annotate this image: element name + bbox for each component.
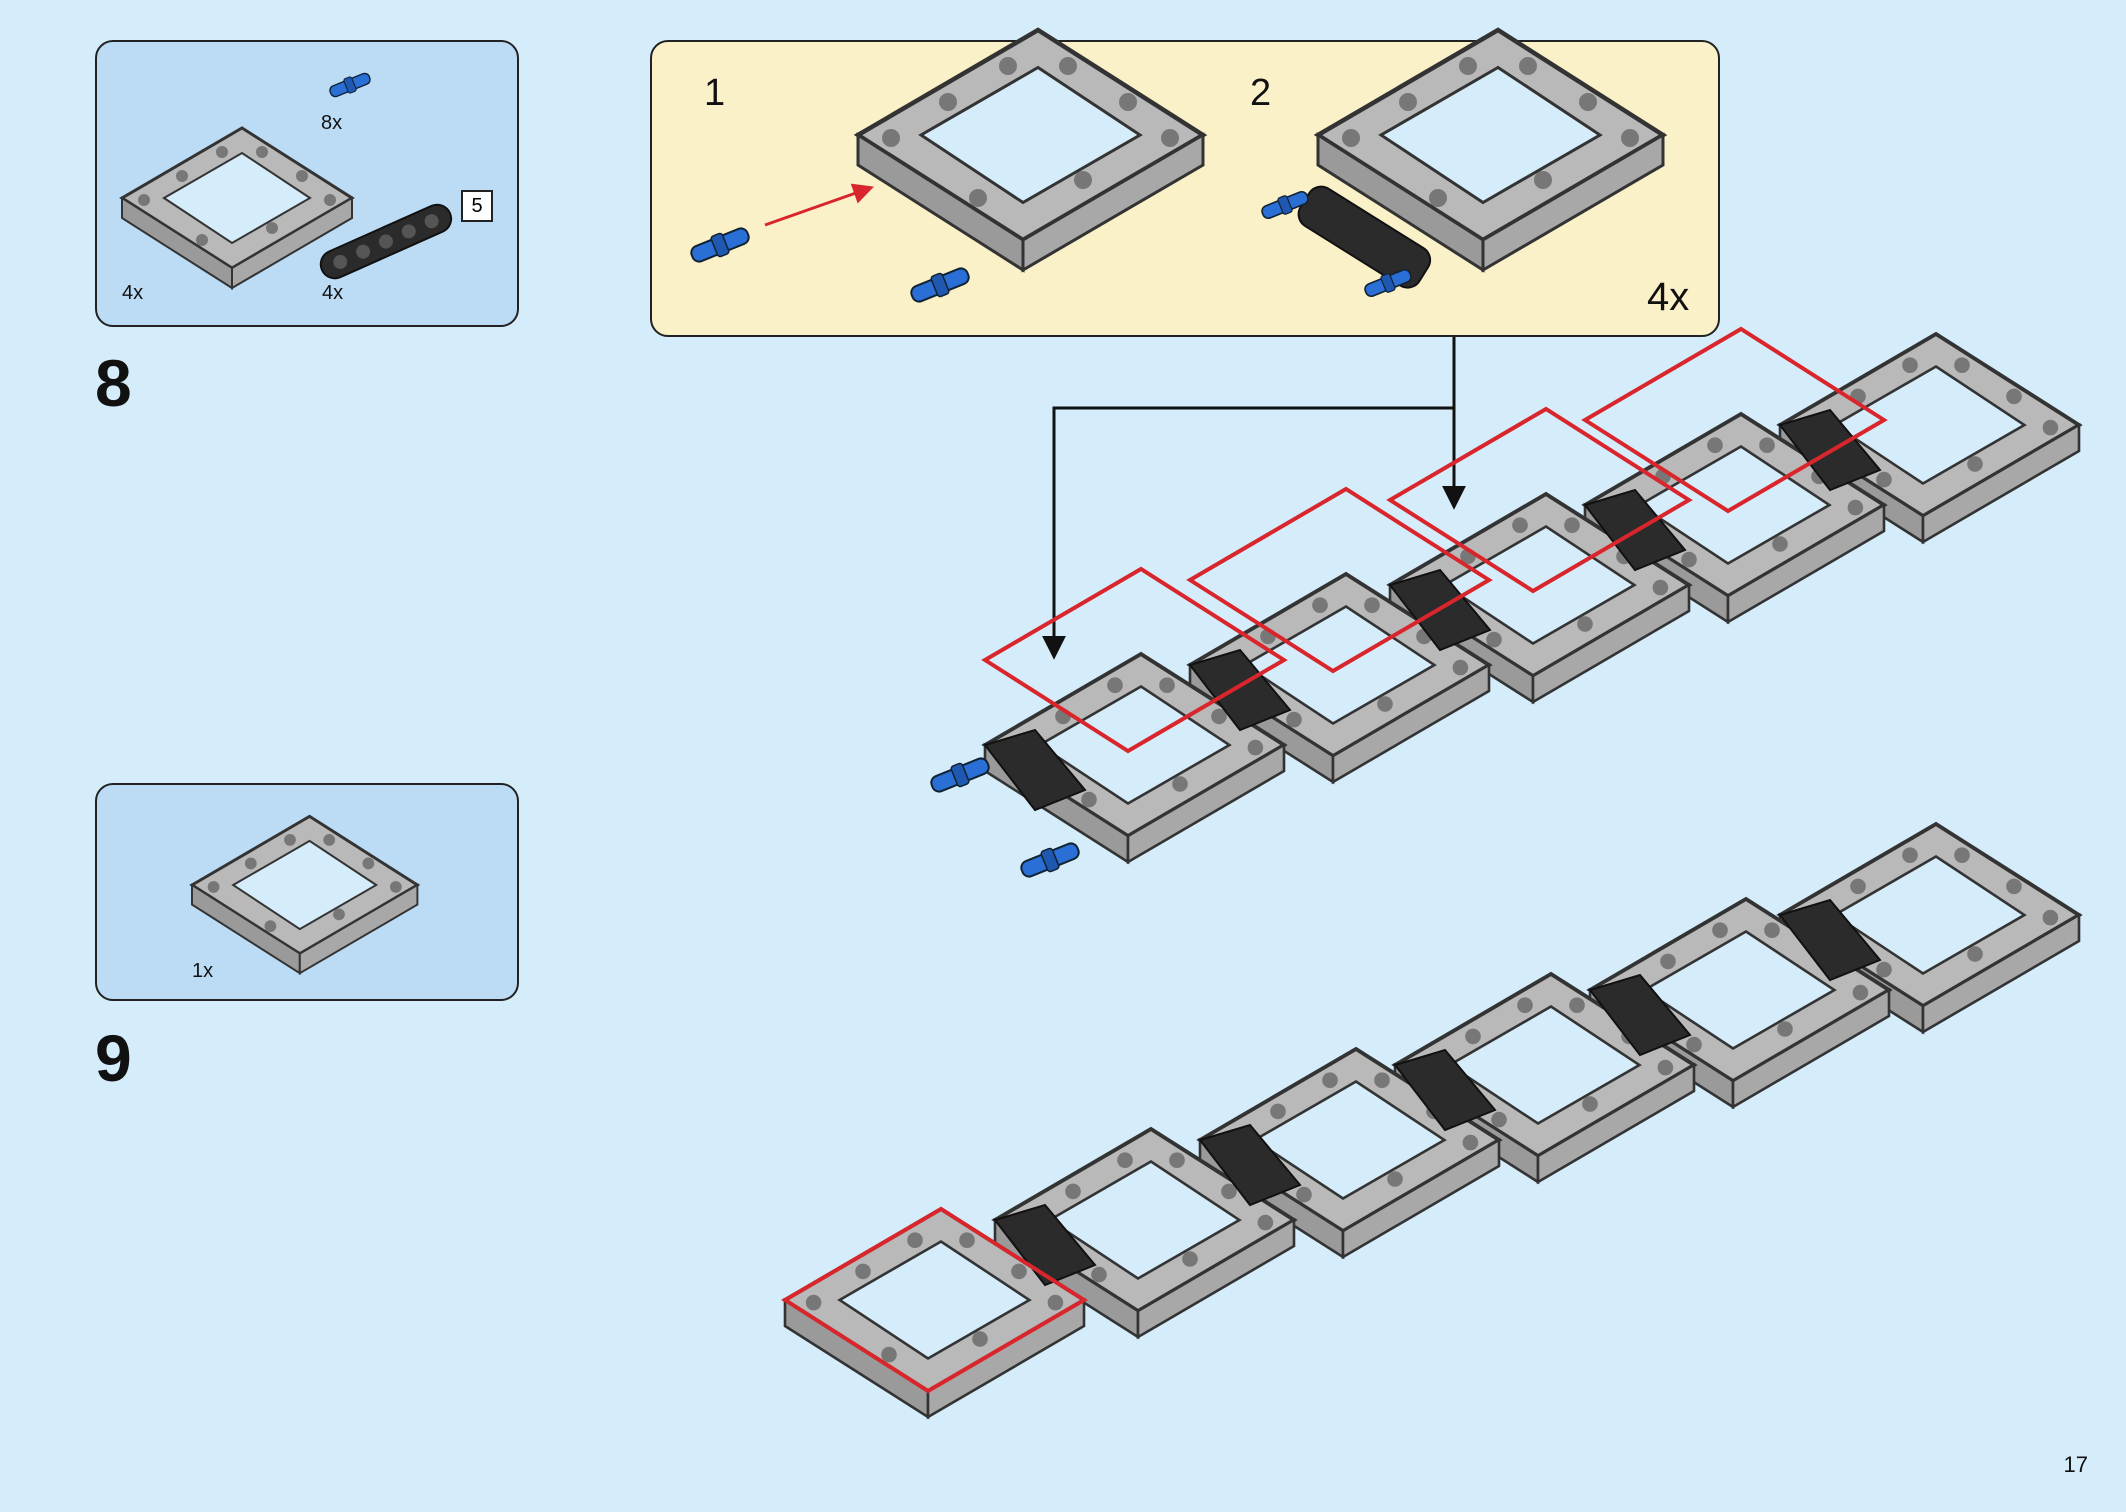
beam-length-label: 5 <box>471 194 483 217</box>
frame-qty-step9: 1x <box>192 960 214 982</box>
blue-pin-icon <box>326 69 374 101</box>
grey-frame-icon-step9 <box>190 814 419 975</box>
grey-frame-icon <box>120 126 354 290</box>
step8-assembly <box>927 326 2081 883</box>
frame-qty: 4x <box>122 282 144 304</box>
blue-pin-qty: 8x <box>321 112 343 134</box>
new-frame-highlight <box>781 1206 1088 1394</box>
beam-length-badge: 5 <box>461 190 493 222</box>
substep1-pin-loose <box>687 222 753 268</box>
substep-multiplier: 4x <box>1647 275 1690 319</box>
beam-qty: 4x <box>322 282 344 304</box>
substep-2-number: 2 <box>1250 72 1272 114</box>
step9-assembly <box>781 822 2081 1419</box>
substep1-frame <box>858 30 1203 270</box>
substep1-pin-inserted <box>907 262 973 308</box>
black-beam-icon <box>319 203 453 280</box>
insert-arrow <box>764 183 874 227</box>
callout-arrow-left <box>1042 337 1456 660</box>
step9-number: 9 <box>95 1021 132 1095</box>
substep-1-number: 1 <box>704 72 726 114</box>
step8-number: 8 <box>95 346 132 420</box>
page-number: 17 <box>2063 1452 2088 1477</box>
